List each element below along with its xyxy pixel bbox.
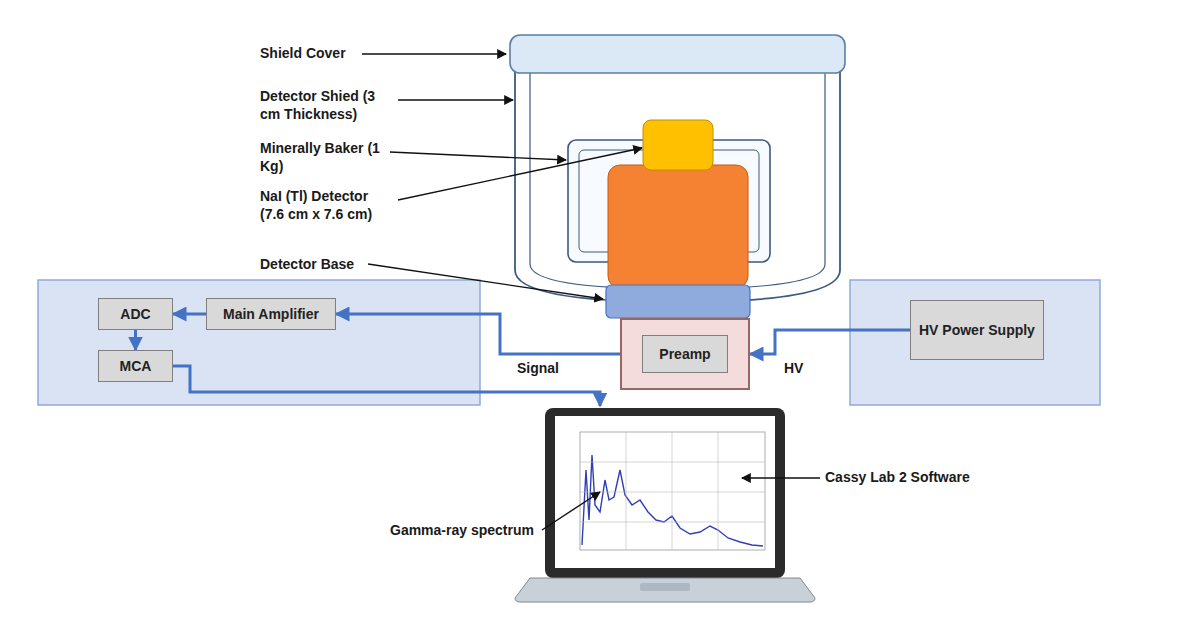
amplifier-box: Main Amplifier <box>206 298 336 330</box>
signal-connector <box>750 330 910 354</box>
plot-frame <box>580 432 765 550</box>
part-label: Detector Shied (3 cm Thickness) <box>260 88 392 123</box>
part-label: Shield Cover <box>260 45 360 63</box>
connector-label: HV <box>782 360 805 376</box>
laptop-base <box>515 578 815 602</box>
adc-box: ADC <box>98 298 173 330</box>
part-label: Cassy Lab 2 Software <box>825 469 1005 487</box>
electronics-panel <box>38 280 480 405</box>
laptop-screen <box>555 416 775 568</box>
laptop-screen-frame <box>545 408 785 578</box>
hv-supply-box: HV Power Supply <box>910 300 1044 360</box>
shield-cover <box>510 35 845 73</box>
box-label: ADC <box>120 306 150 322</box>
detector-body <box>608 165 748 288</box>
signal-connector <box>336 314 620 354</box>
leader-lines <box>362 54 820 530</box>
box-label: Main Amplifier <box>223 306 319 322</box>
part-label: NaI (Tl) Detector (7.6 cm x 7.6 cm) <box>260 188 394 223</box>
part-label: Gamma-ray spectrum <box>390 522 540 540</box>
mca-box: MCA <box>98 350 173 382</box>
detector-base <box>606 285 750 318</box>
hv-panel <box>850 280 1100 405</box>
shield-inner-wall <box>530 72 825 289</box>
preamp-box: Preamp <box>620 318 750 390</box>
signal-connector <box>173 313 206 316</box>
signal-connector <box>134 330 137 350</box>
connector-label: Signal <box>515 360 561 376</box>
detector-shield <box>515 60 840 302</box>
box-label: Preamp <box>642 335 727 373</box>
part-label: Minerally Baker (1 Kg) <box>260 140 384 175</box>
box-label: HV Power Supply <box>919 322 1035 338</box>
box-label: MCA <box>120 358 152 374</box>
part-label: Detector Base <box>260 256 364 274</box>
nai-crystal <box>643 120 713 170</box>
laptop-touchpad <box>640 583 690 591</box>
plot-ticks <box>580 432 765 550</box>
spectrum-trace <box>582 455 763 546</box>
